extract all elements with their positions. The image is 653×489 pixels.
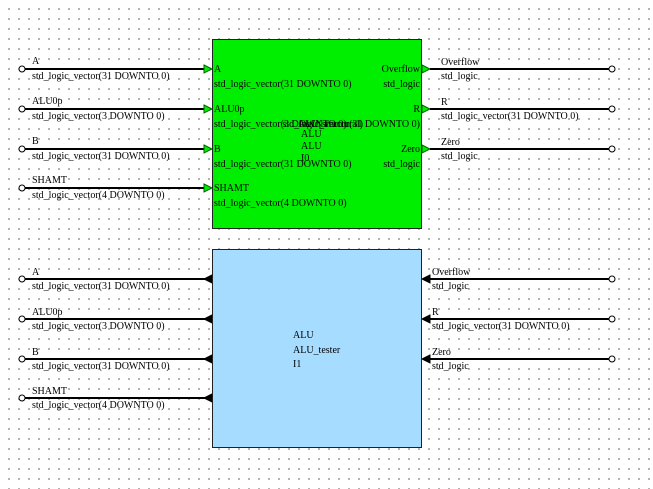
output-port-arrow xyxy=(421,64,432,74)
signal-type: std_logic_vector(3 DOWNTO 0) xyxy=(32,111,165,122)
signal-endpoint xyxy=(18,105,26,113)
port-name: B xyxy=(214,144,221,155)
output-port-arrow xyxy=(421,104,432,114)
input-arrow xyxy=(420,274,431,284)
signal-endpoint xyxy=(18,394,26,402)
signal-type: std_logic_vector(31 DOWNTO 0) xyxy=(32,361,170,372)
port-name: R xyxy=(413,104,420,115)
input-arrow xyxy=(420,354,431,364)
signal-type: std_logic_vector(31 DOWNTO 0) xyxy=(32,151,170,162)
alu-block-name: ALU xyxy=(301,129,322,140)
signal-endpoint xyxy=(608,65,616,73)
signal-name: R xyxy=(441,97,448,108)
signal-type: std_logic xyxy=(432,361,469,372)
output-port-arrow xyxy=(421,144,432,154)
signal-name: Overflow xyxy=(441,57,480,68)
signal-endpoint xyxy=(18,275,26,283)
output-arrow xyxy=(202,314,213,324)
signal-name: B xyxy=(32,136,39,147)
signal-type: std_logic_vector(4 DOWNTO 0) xyxy=(32,400,165,411)
port-name: A xyxy=(214,64,222,75)
input-arrow xyxy=(420,314,431,324)
output-arrow xyxy=(202,393,213,403)
signal-endpoint xyxy=(18,315,26,323)
port-name: SHAMT xyxy=(214,183,250,194)
signal-type: std_logic xyxy=(441,151,478,162)
tester-block-name: ALU xyxy=(293,330,314,341)
alu-block[interactable]: ALU(structural) ALU ALU I0 xyxy=(212,39,422,229)
signal-name: B xyxy=(32,347,39,358)
tester-block-instance: I1 xyxy=(293,359,302,370)
signal-name: A xyxy=(32,267,40,278)
signal-type: std_logic_vector(4 DOWNTO 0) xyxy=(32,190,165,201)
port-type: std_logic xyxy=(383,79,420,90)
port-name: Overflow xyxy=(381,64,420,75)
signal-name: SHAMT xyxy=(32,175,68,186)
signal-endpoint xyxy=(18,145,26,153)
signal-endpoint xyxy=(608,105,616,113)
port-type: std_logic_vector(31 DOWNTO 0) xyxy=(214,159,352,170)
input-port-arrow xyxy=(203,104,214,114)
signal-type: std_logic xyxy=(432,281,469,292)
signal-endpoint xyxy=(608,315,616,323)
output-arrow xyxy=(202,274,213,284)
alu-block-overlay-text: ALU(structural) xyxy=(298,119,363,130)
signal-endpoint xyxy=(608,355,616,363)
port-type: std_logic xyxy=(383,159,420,170)
signal-name: A xyxy=(32,56,40,67)
signal-endpoint xyxy=(608,145,616,153)
signal-endpoint xyxy=(18,184,26,192)
signal-type: std_logic_vector(31 DOWNTO 0) xyxy=(32,71,170,82)
signal-type: std_logic xyxy=(441,71,478,82)
signal-endpoint xyxy=(18,355,26,363)
tester-block-entity: ALU_tester xyxy=(293,345,341,356)
alu-tester-block[interactable]: ALU ALU_tester I1 xyxy=(212,249,422,448)
input-port-arrow xyxy=(203,183,214,193)
signal-type: std_logic_vector(31 DOWNTO 0) xyxy=(432,321,570,332)
signal-name: ALU0p xyxy=(32,307,63,318)
signal-type: std_logic_vector(3 DOWNTO 0) xyxy=(32,321,165,332)
signal-name: Zero xyxy=(432,347,451,358)
alu-block-instance: I0 xyxy=(301,153,310,164)
port-type: std_logic_vector(31 DOWNTO 0) xyxy=(282,119,420,130)
port-type: std_logic_vector(3 DOWNTO 0) xyxy=(214,119,347,130)
signal-name: Overflow xyxy=(432,267,471,278)
port-name: Zero xyxy=(401,144,420,155)
input-port-arrow xyxy=(203,64,214,74)
signal-name: ALU0p xyxy=(32,96,63,107)
signal-endpoint xyxy=(18,65,26,73)
signal-name: SHAMT xyxy=(32,386,68,397)
signal-type: std_logic_vector(31 DOWNTO 0) xyxy=(32,281,170,292)
signal-endpoint xyxy=(608,275,616,283)
signal-name: Zero xyxy=(441,137,460,148)
input-port-arrow xyxy=(203,144,214,154)
output-arrow xyxy=(202,354,213,364)
port-type: std_logic_vector(4 DOWNTO 0) xyxy=(214,198,347,209)
signal-type: std_logic_vector(31 DOWNTO 0) xyxy=(441,111,579,122)
port-type: std_logic_vector(31 DOWNTO 0) xyxy=(214,79,352,90)
alu-block-entity: ALU xyxy=(301,141,322,152)
port-name: ALU0p xyxy=(214,104,245,115)
signal-name: R xyxy=(432,307,439,318)
